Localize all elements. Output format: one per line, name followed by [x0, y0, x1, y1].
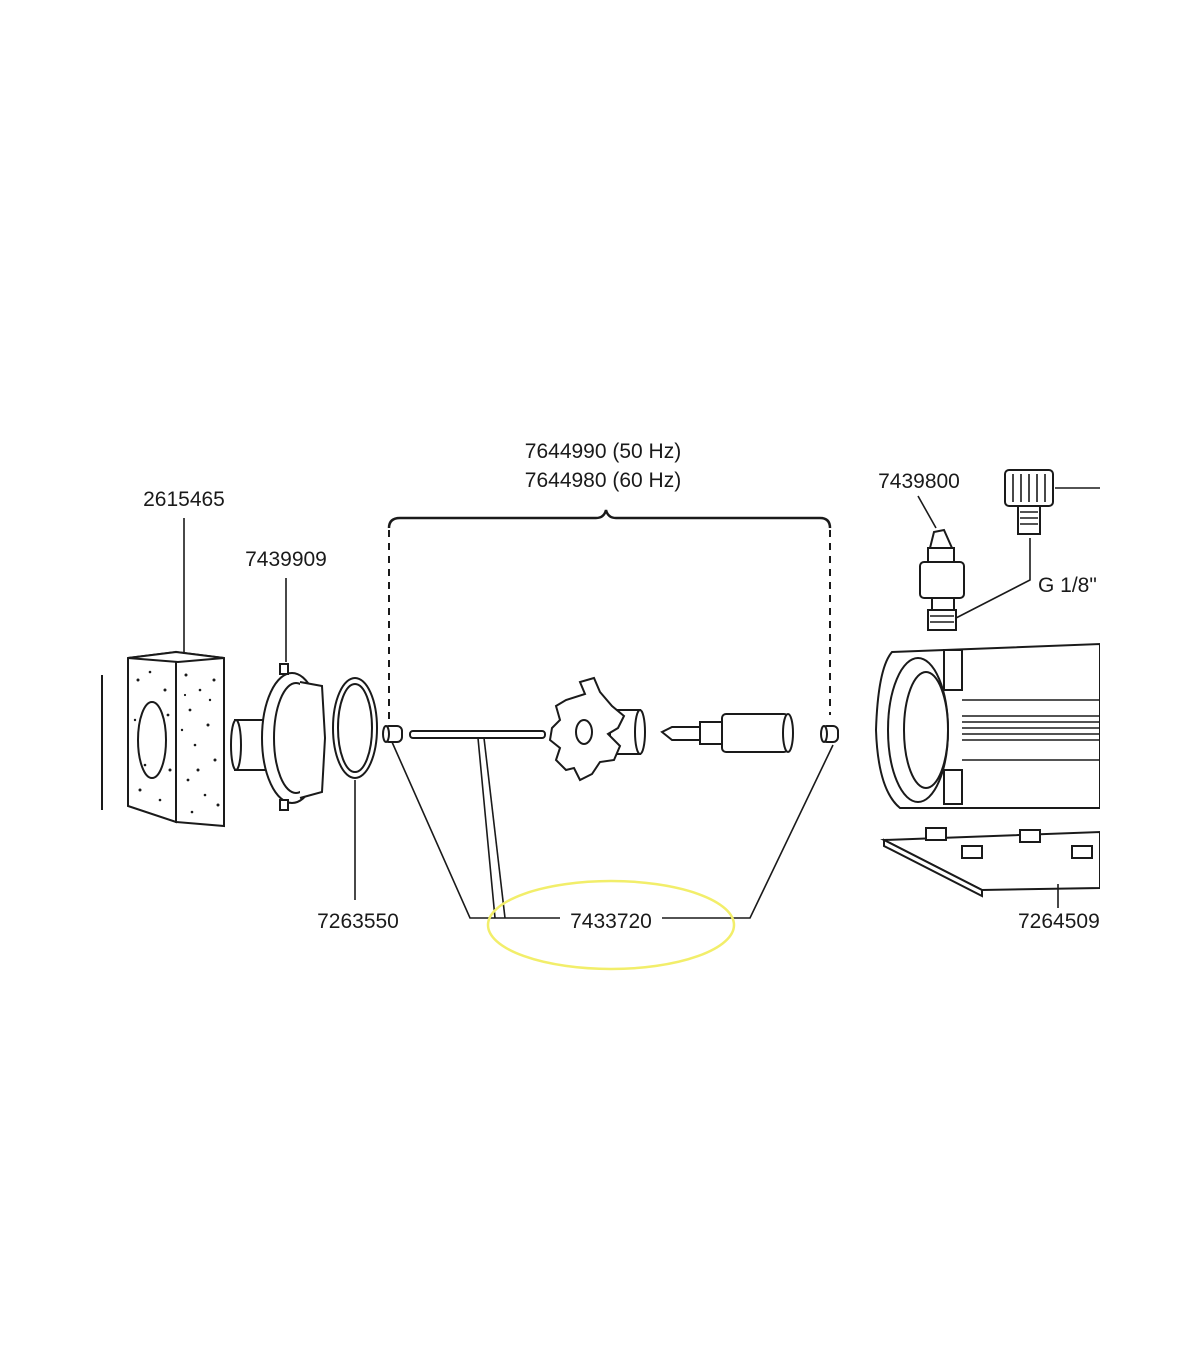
ceramic-axle	[409, 730, 546, 739]
leader-rubber-bearing	[391, 737, 834, 919]
leader-thread	[955, 538, 1031, 619]
highlight-circle	[486, 879, 736, 971]
threaded-cap	[1004, 469, 1054, 535]
crop-mask	[1100, 0, 1200, 1372]
rubber-bearing-left	[382, 725, 403, 743]
label-mounting-plate: 7264509	[1018, 910, 1100, 933]
mounting-plate	[880, 827, 1101, 898]
impeller	[548, 676, 646, 782]
filter-sponge	[101, 650, 225, 828]
label-impeller-set-50hz: 7644990 (50 Hz)	[525, 440, 681, 463]
label-nozzle: 7439800	[878, 470, 960, 493]
label-filter-sponge: 2615465	[143, 488, 225, 511]
label-pump-cover: 7439909	[245, 548, 327, 571]
pump-cover	[230, 663, 327, 811]
magnet-rotor	[660, 713, 794, 753]
label-rubber-bearing: 7433720	[570, 910, 652, 933]
motor-housing	[874, 642, 1101, 809]
label-impeller-set-60hz: 7644980 (60 Hz)	[525, 469, 681, 492]
label-thread: G 1/8"	[1038, 574, 1097, 597]
nozzle	[919, 528, 965, 631]
impeller-set-bracket	[387, 509, 832, 720]
leader-nozzle	[917, 495, 937, 529]
rubber-bearing-right	[820, 725, 839, 743]
label-o-ring: 7263550	[317, 910, 399, 933]
